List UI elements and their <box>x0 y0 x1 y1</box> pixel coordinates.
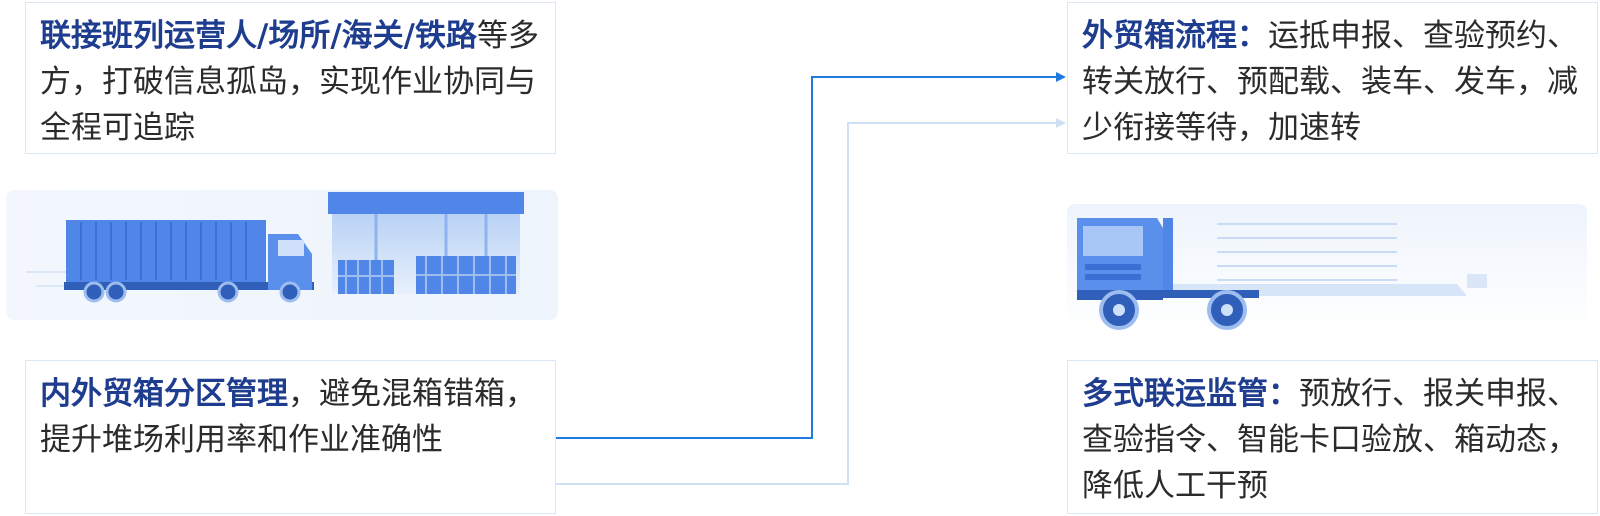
card-highlight: 内外贸箱分区管理 <box>40 376 288 412</box>
card-text: 运抵申报、查验预约、转关放行、预配载、装车、发车，减少衔接等待，加速转 <box>1082 18 1578 146</box>
card-highlight: 外贸箱流程： <box>1082 18 1268 54</box>
card-foreign-trade-process: 外贸箱流程：运抵申报、查验预约、转关放行、预配载、装车、发车，减少衔接等待，加速… <box>1067 2 1598 154</box>
card-text: 等多方，打破信息孤岛，实现作业协同与全程可追踪 <box>40 18 539 146</box>
connector-arrow-primary <box>556 72 1066 439</box>
card-multimodal-supervision: 多式联运监管：预放行、报关申报、查验指令、智能卡口验放、箱动态，降低人工干预 <box>1067 360 1598 514</box>
flatbed-truck-icon <box>1067 204 1587 334</box>
card-highlight: 联接班列运营人/场所/海关/铁路 <box>40 18 477 54</box>
card-highlight: 多式联运监管： <box>1082 376 1299 412</box>
card-text: ，避免混箱错箱，提升堆场利用率和作业准确性 <box>40 376 536 458</box>
card-multi-party-coordination: 联接班列运营人/场所/海关/铁路等多方，打破信息孤岛，实现作业协同与全程可追踪 <box>25 2 556 154</box>
connector-arrow-secondary <box>556 118 1066 485</box>
card-zone-management: 内外贸箱分区管理，避免混箱错箱，提升堆场利用率和作业准确性 <box>25 360 556 514</box>
card-text: 预放行、报关申报、查验指令、智能卡口验放、箱动态，降低人工干预 <box>1082 376 1578 504</box>
container-truck-warehouse-icon <box>6 190 558 320</box>
